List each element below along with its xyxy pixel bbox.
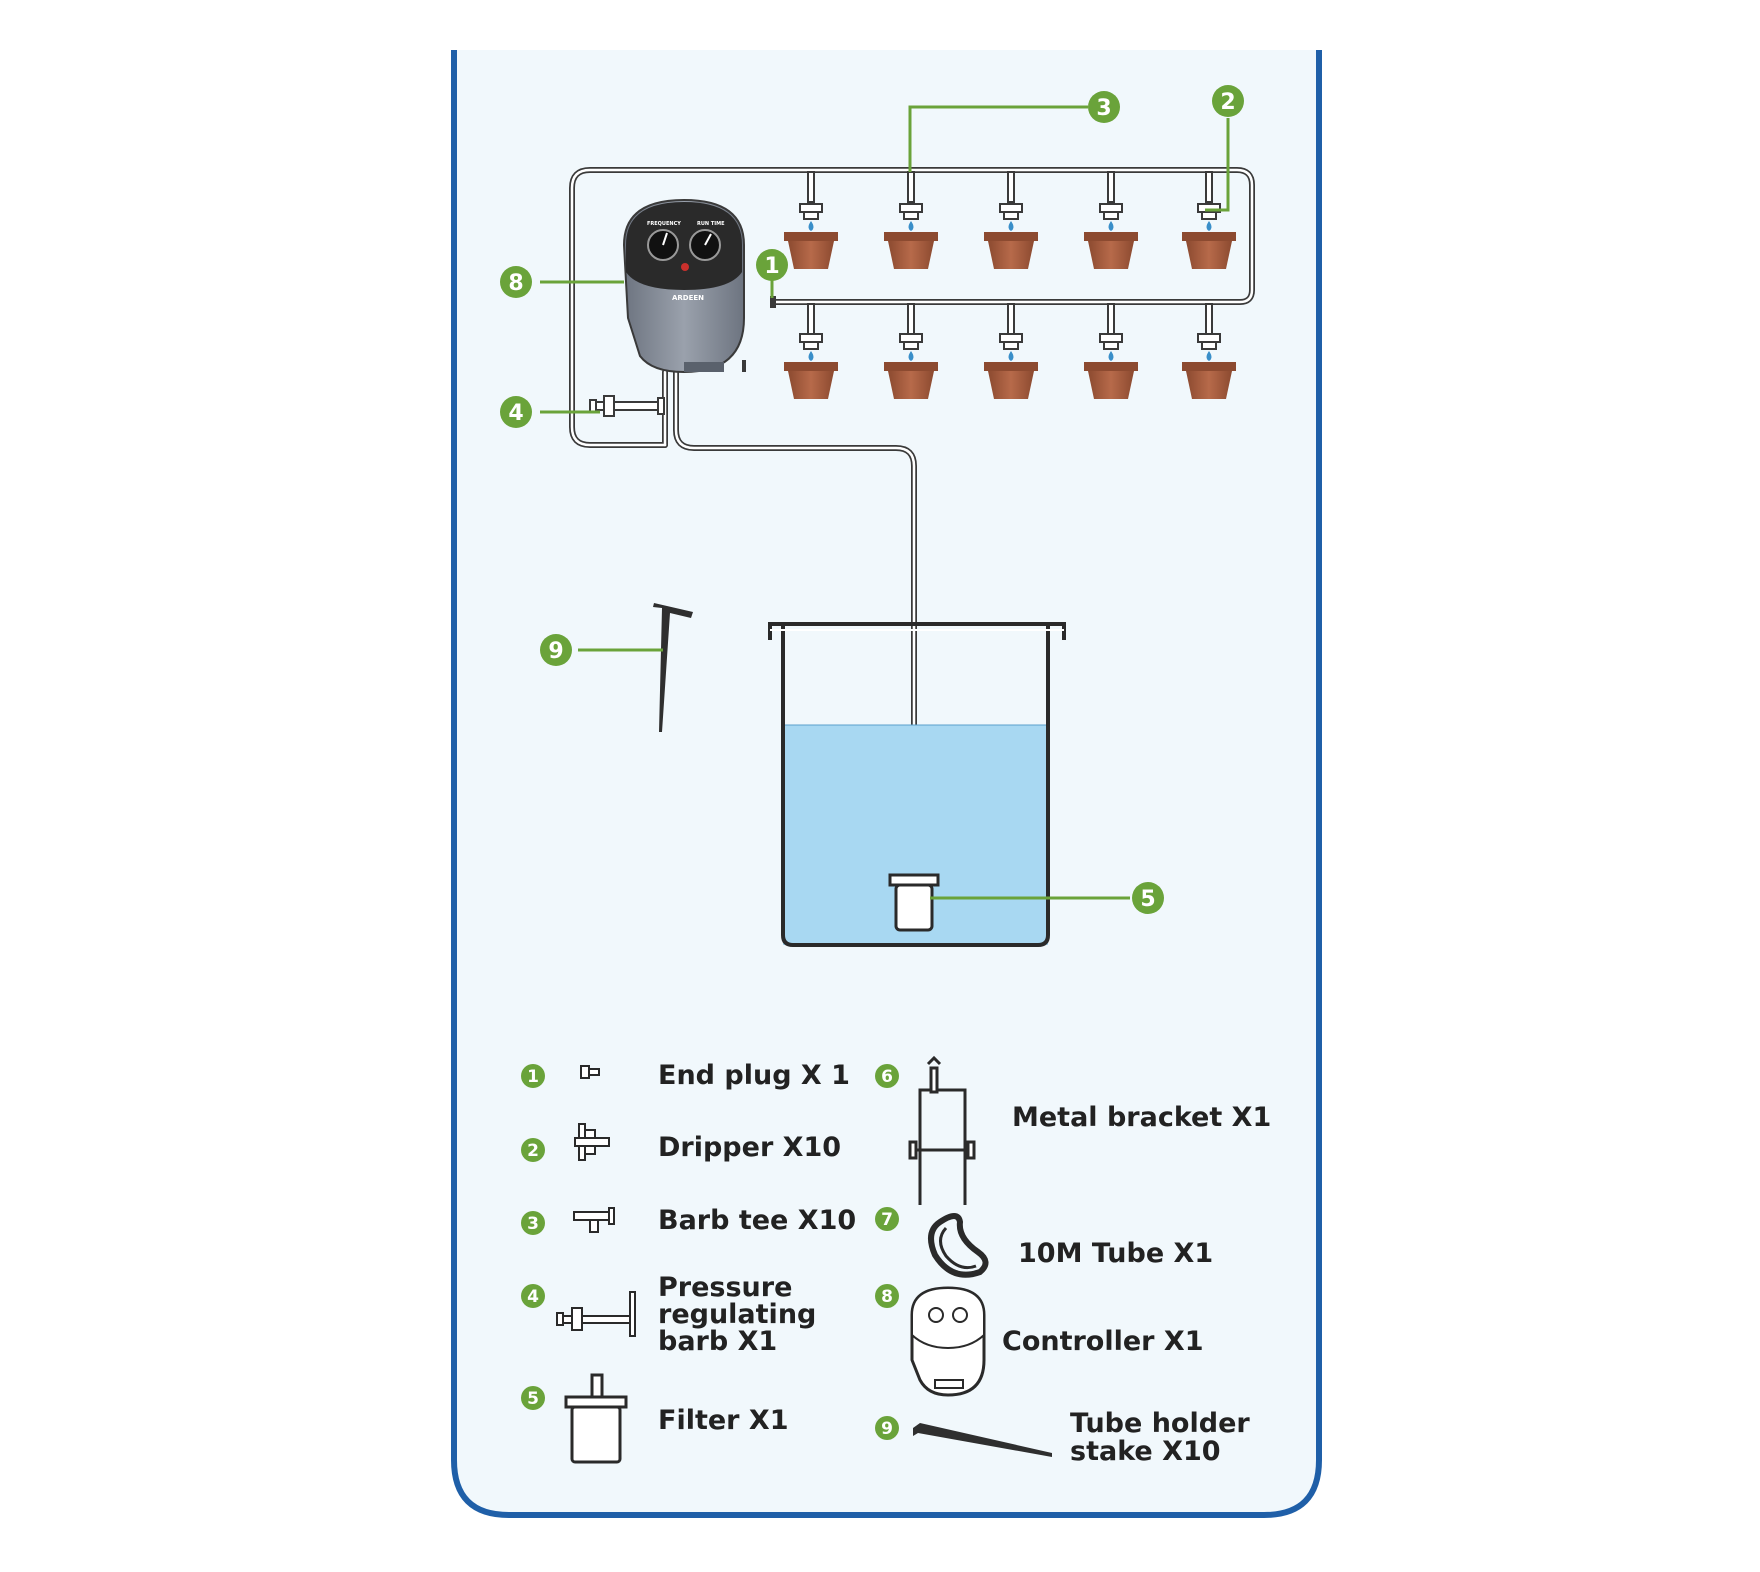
- callout-2: 2: [1212, 85, 1244, 117]
- svg-text:6: 6: [881, 1067, 893, 1087]
- svg-text:5: 5: [527, 1389, 539, 1409]
- legend-label-4: regulating: [658, 1299, 816, 1330]
- legend-badge-2: 2: [521, 1138, 545, 1162]
- pot-dripper: [1182, 171, 1236, 269]
- runtime-label: RUN TIME: [697, 221, 725, 227]
- svg-text:4: 4: [527, 1287, 539, 1307]
- parts-legend: 1 2 3 4 5 6 7 8 9: [521, 1055, 1271, 1467]
- metal-bracket-icon: [908, 1055, 976, 1205]
- callout-3: 3: [1088, 91, 1120, 123]
- callout-9: 9: [540, 634, 572, 666]
- callout-5: 5: [1132, 882, 1164, 914]
- pot-dripper: [1182, 303, 1236, 399]
- callout-badges: 3 2 1 8 4 9 5: [500, 85, 1244, 914]
- svg-text:2: 2: [1220, 90, 1235, 115]
- pot-dripper: [784, 171, 838, 269]
- callout-4: 4: [500, 396, 532, 428]
- pot-dripper: [884, 303, 938, 399]
- stake-icon: [913, 1423, 1052, 1457]
- barb-tee-icon: [573, 1207, 615, 1233]
- pressure-barb-icon: [556, 1291, 636, 1337]
- legend-badge-8: 8: [875, 1284, 899, 1308]
- legend-badge-5: 5: [521, 1386, 545, 1410]
- legend-label-5: Filter X1: [658, 1405, 789, 1436]
- legend-badge-6: 6: [875, 1064, 899, 1088]
- svg-text:1: 1: [764, 254, 779, 279]
- pot-dripper: [784, 303, 838, 399]
- svg-text:5: 5: [1140, 887, 1155, 912]
- pot-dripper: [984, 171, 1038, 269]
- controller-unit: FREQUENCY RUN TIME ARDEEN: [622, 198, 746, 374]
- filter-icon: [564, 1373, 628, 1464]
- legend-label-7: 10M Tube X1: [1018, 1238, 1213, 1269]
- svg-text:7: 7: [881, 1210, 893, 1230]
- callout-8: 8: [500, 266, 532, 298]
- dripper-icon: [574, 1123, 610, 1161]
- legend-badge-3: 3: [521, 1211, 545, 1235]
- legend-label-6: Metal bracket X1: [1012, 1102, 1271, 1133]
- legend-label-8: Controller X1: [1002, 1326, 1204, 1357]
- legend-badge-4: 4: [521, 1284, 545, 1308]
- svg-text:1: 1: [527, 1067, 539, 1087]
- svg-text:2: 2: [527, 1141, 539, 1161]
- legend-label-9: stake X10: [1070, 1436, 1221, 1467]
- callout-1: 1: [756, 249, 788, 281]
- end-plug-icon: [580, 1065, 600, 1079]
- svg-text:3: 3: [527, 1214, 539, 1234]
- filter-part: [888, 873, 940, 932]
- svg-text:8: 8: [881, 1287, 893, 1307]
- legend-badge-1: 1: [521, 1064, 545, 1088]
- brand-label: ARDEEN: [672, 294, 704, 302]
- svg-text:9: 9: [548, 639, 563, 664]
- pot-dripper: [984, 303, 1038, 399]
- legend-badge-9: 9: [875, 1416, 899, 1440]
- svg-text:4: 4: [508, 401, 523, 426]
- pot-dripper: [1084, 171, 1138, 269]
- legend-label-4: barb X1: [658, 1326, 777, 1357]
- pot-dripper: [1084, 303, 1138, 399]
- legend-label-4: Pressure: [658, 1272, 792, 1303]
- svg-text:3: 3: [1096, 96, 1111, 121]
- legend-label-1: End plug X 1: [658, 1060, 850, 1091]
- legend-label-9: Tube holder: [1070, 1408, 1250, 1439]
- tube-holder-stake: [653, 603, 693, 732]
- svg-text:8: 8: [508, 271, 523, 296]
- legend-badge-7: 7: [875, 1207, 899, 1231]
- controller-icon: [910, 1286, 986, 1397]
- tube-coil-icon: [928, 1213, 989, 1278]
- pot-rows: [784, 171, 1236, 399]
- end-plug-part: [770, 296, 776, 308]
- svg-text:9: 9: [881, 1419, 893, 1439]
- legend-label-3: Barb tee X10: [658, 1205, 856, 1236]
- frequency-label: FREQUENCY: [647, 221, 681, 227]
- pressure-barb-part: [589, 395, 665, 417]
- legend-label-2: Dripper X10: [658, 1132, 841, 1163]
- callout-lines: [540, 105, 1230, 900]
